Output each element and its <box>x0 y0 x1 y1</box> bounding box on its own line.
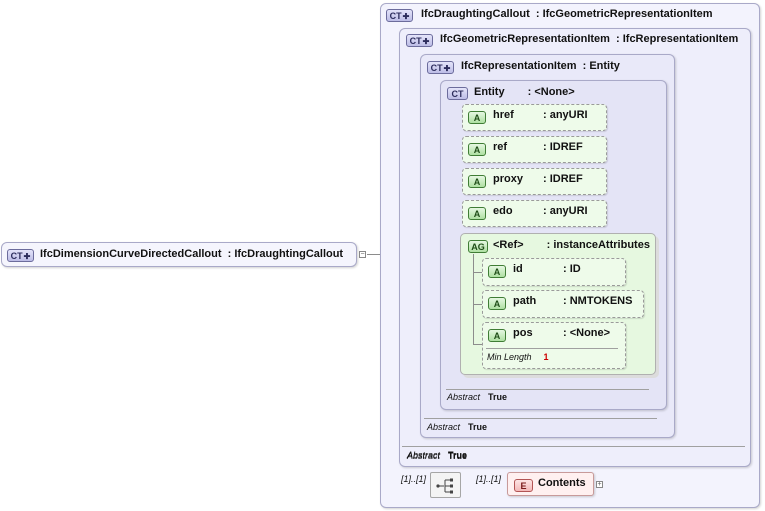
attribute-name: id <box>513 263 523 275</box>
attribute-icon: A <box>468 175 486 188</box>
attribute-type: : anyURI <box>543 109 588 121</box>
attribute-id[interactable]: A id : ID <box>482 258 626 286</box>
attribute-icon: A <box>468 207 486 220</box>
attribute-edo[interactable]: A edo : anyURI <box>462 200 607 227</box>
abstract-value: True <box>468 422 488 432</box>
attribute-proxy[interactable]: A proxy : IDREF <box>462 168 607 195</box>
type-name: IfcGeometricRepresentationItem <box>440 33 610 45</box>
attribute-icon: A <box>468 111 486 124</box>
group-type: : instanceAttributes <box>546 239 650 251</box>
complex-type-icon: CT✚ <box>406 34 433 47</box>
attribute-type: : ID <box>563 263 581 275</box>
complex-type-icon: CT✚ <box>7 249 34 262</box>
group-connector-vertical <box>473 254 474 345</box>
collapse-toggle-icon[interactable]: − <box>359 251 366 258</box>
facet-label: Min Length <box>487 352 532 362</box>
base-type: : IfcGeometricRepresentationItem <box>535 8 713 20</box>
abstract-label: Abstract <box>407 451 441 461</box>
attribute-href[interactable]: A href : anyURI <box>462 104 607 131</box>
complex-type-icon: CT <box>447 87 468 100</box>
element-icon: E <box>514 479 533 492</box>
attribute-name: href <box>493 109 514 121</box>
type-name: Entity <box>474 86 505 98</box>
attribute-pos[interactable]: A pos : <None> Min Length 1 <box>482 322 626 369</box>
attribute-name: pos <box>513 327 533 339</box>
complex-type-icon: CT✚ <box>427 61 454 74</box>
type-name: IfcDimensionCurveDirectedCallout <box>40 248 222 260</box>
sequence-cardinality: [1]..[1] <box>401 474 427 484</box>
attribute-name: edo <box>493 205 513 217</box>
group-connector-pos <box>473 344 483 345</box>
abstract-label: Abstract <box>447 392 481 402</box>
group-connector-id <box>473 272 483 273</box>
attribute-icon: A <box>488 329 506 342</box>
base-type: : Entity <box>582 60 620 72</box>
element-name: Contents <box>538 477 586 489</box>
attribute-type: : anyURI <box>543 205 588 217</box>
connector-root-to-level1 <box>367 254 392 255</box>
abstract-value: True <box>448 450 468 460</box>
complex-type-ifcdimensioncurvedirectedcallout[interactable]: CT✚ IfcDimensionCurveDirectedCallout : I… <box>1 242 357 267</box>
divider <box>446 389 649 390</box>
attribute-path[interactable]: A path : NMTOKENS <box>482 290 644 318</box>
base-type: : <None> <box>527 86 575 98</box>
type-name: IfcDraughtingCallout <box>421 8 530 20</box>
group-connector-path <box>473 304 483 305</box>
element-contents[interactable]: E Contents <box>507 472 594 496</box>
attribute-name: path <box>513 295 537 307</box>
attribute-ref[interactable]: A ref : IDREF <box>462 136 607 163</box>
attribute-name: ref <box>493 141 508 153</box>
abstract-value: True <box>488 392 508 402</box>
sequence-compositor[interactable] <box>430 472 461 498</box>
group-name: <Ref> <box>493 239 524 251</box>
facet-divider <box>486 348 618 349</box>
attribute-icon: A <box>488 265 506 278</box>
complex-type-icon: CT✚ <box>386 9 413 22</box>
divider <box>424 418 657 419</box>
base-type: : IfcDraughtingCallout <box>227 248 344 260</box>
abstract-label: Abstract <box>427 422 461 432</box>
attribute-type: : <None> <box>563 327 611 339</box>
attribute-name: proxy <box>493 173 523 185</box>
contents-cardinality: [1]..[1] <box>476 474 502 484</box>
expand-toggle-icon[interactable]: + <box>596 481 603 488</box>
base-type: : IfcRepresentationItem <box>616 33 739 45</box>
sequence-icon <box>436 478 453 494</box>
attribute-type: : IDREF <box>543 141 583 153</box>
type-name: IfcRepresentationItem <box>461 60 577 72</box>
abstract-label: Abstract <box>407 450 441 460</box>
attribute-group-icon: AG <box>468 240 488 253</box>
facet-value: 1 <box>543 352 549 362</box>
attribute-icon: A <box>468 143 486 156</box>
attribute-type: : NMTOKENS <box>563 295 633 307</box>
attribute-icon: A <box>488 297 506 310</box>
attribute-type: : IDREF <box>543 173 583 185</box>
abstract-value: True <box>448 451 468 461</box>
divider <box>402 446 745 447</box>
